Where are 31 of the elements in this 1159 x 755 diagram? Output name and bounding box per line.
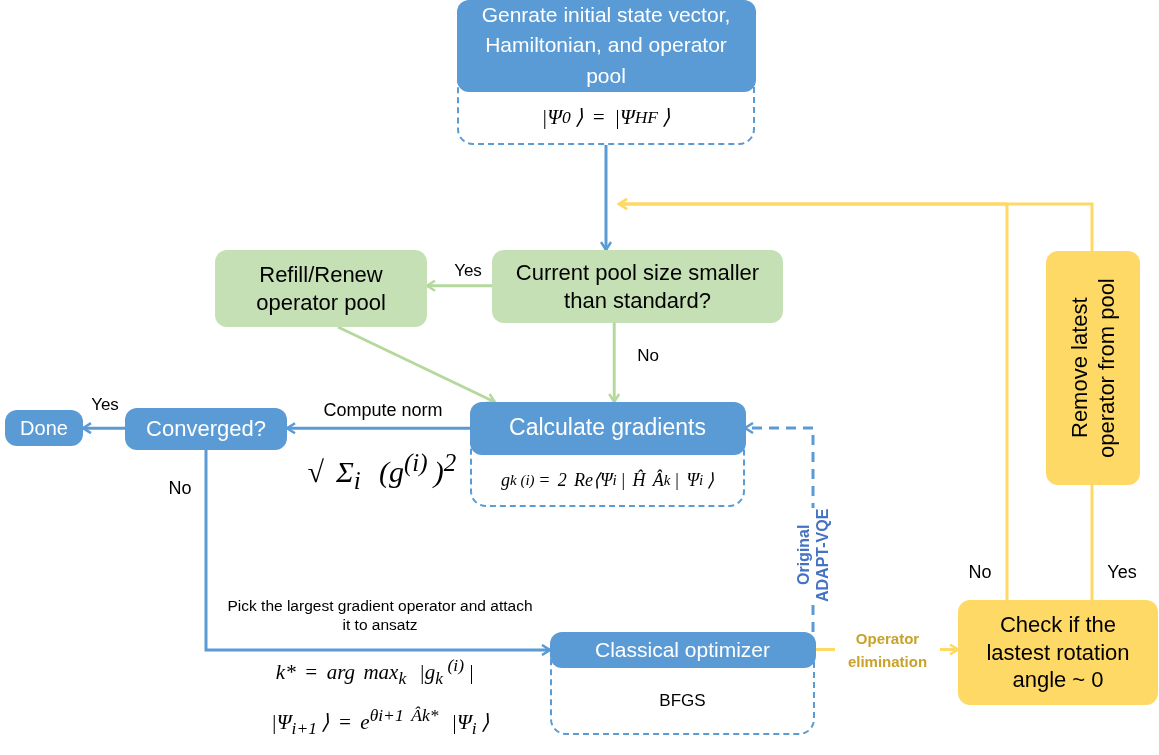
formula: √ Σ$_{i}$ (g$^{(i)}$)$^{2}$	[306, 448, 458, 496]
edge-label: No	[167, 478, 193, 500]
arrow	[599, 145, 613, 252]
arrow	[285, 422, 470, 435]
annotation-text: Pick the largest gradient operator and attach it to ansatz	[226, 597, 534, 635]
arrow	[425, 279, 492, 292]
box-heading: Genrate initial state vector, Hamiltonian, and operator pool	[456, 0, 756, 92]
decision-box: Current pool size smaller than standard?	[492, 250, 783, 323]
edge-label: Yes	[453, 260, 483, 282]
method-text: BFGS	[658, 689, 707, 712]
box-heading: Calculate gradients	[469, 401, 746, 455]
edge-label: No	[967, 561, 993, 585]
decision-box: Converged?	[125, 408, 287, 450]
process-box	[470, 402, 745, 507]
edge-label: Yes	[90, 394, 120, 416]
formula: |Ψ$_{i+1}$⟩ = e$^{θi+1 Âk*}$ |Ψ$_{i}$⟩	[270, 705, 490, 740]
process-box: Refill/Renew operator pool	[215, 250, 427, 327]
arrow	[81, 421, 125, 435]
connector-line	[1090, 485, 1094, 600]
formula: k* = arg max$_{k}$ |g$_{k}$$^{(i)}$|	[274, 655, 476, 690]
process-box: Check if the lastest rotation angle ~ 0	[958, 600, 1158, 705]
edge-label: Compute norm	[322, 399, 444, 423]
box-heading: Classical optimizer	[549, 631, 816, 668]
process-box: Done	[5, 410, 83, 446]
process-box	[550, 632, 815, 735]
arrow	[617, 197, 1094, 251]
arrow	[607, 323, 621, 404]
process-box	[457, 0, 755, 145]
process-box: Remove latest operator from pool	[1046, 251, 1140, 485]
edge-label: Yes	[1106, 561, 1138, 585]
edge-label: No	[636, 345, 660, 367]
